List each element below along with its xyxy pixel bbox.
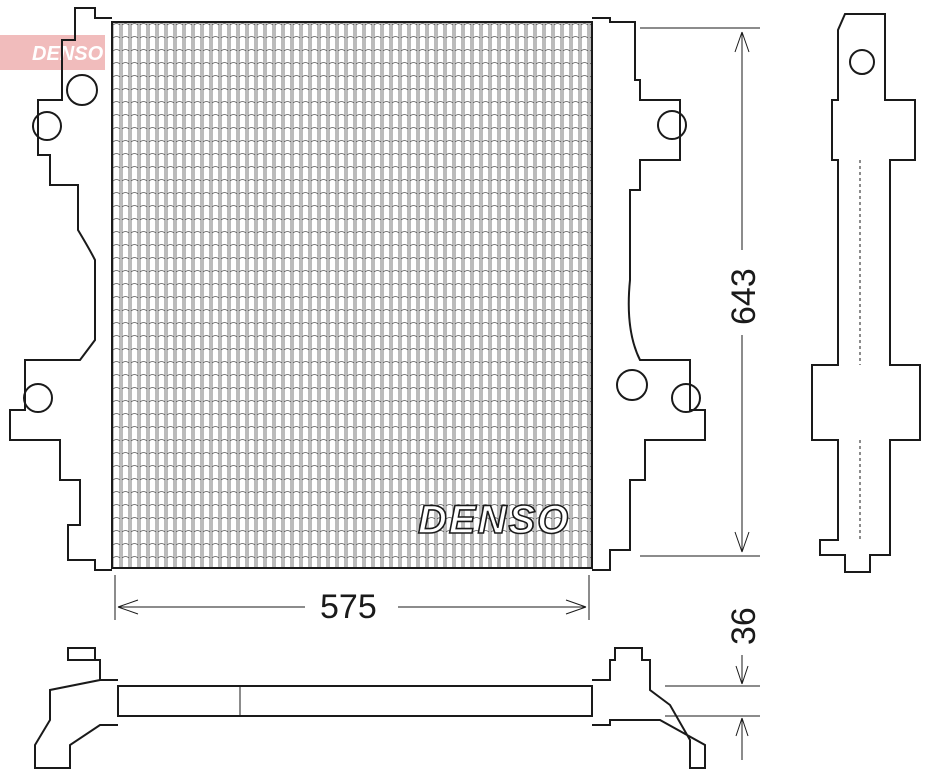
left-inlet: [66, 74, 98, 106]
svg-text:DENSO: DENSO: [32, 43, 104, 65]
mount-bracket: [23, 383, 53, 413]
svg-text:575: 575: [320, 588, 377, 626]
core-logo: DENSO: [418, 498, 570, 542]
bottom-view: [34, 647, 706, 769]
svg-text:36: 36: [725, 607, 763, 645]
side-view: [811, 13, 921, 573]
depth-dimension: 36: [665, 607, 763, 760]
front-view: DENSO: [9, 7, 706, 571]
svg-text:643: 643: [725, 268, 763, 325]
height-dimension: 643: [640, 27, 763, 557]
width-dimension: 575: [114, 575, 590, 626]
radiator-core: [112, 22, 592, 568]
mount-bracket: [671, 383, 701, 413]
right-tank: [592, 17, 706, 571]
mount-bracket: [32, 111, 62, 141]
right-outlet: [616, 369, 648, 401]
watermark-logo: DENSO: [0, 35, 105, 70]
left-tank: [9, 7, 112, 571]
mount-bracket: [657, 110, 687, 140]
